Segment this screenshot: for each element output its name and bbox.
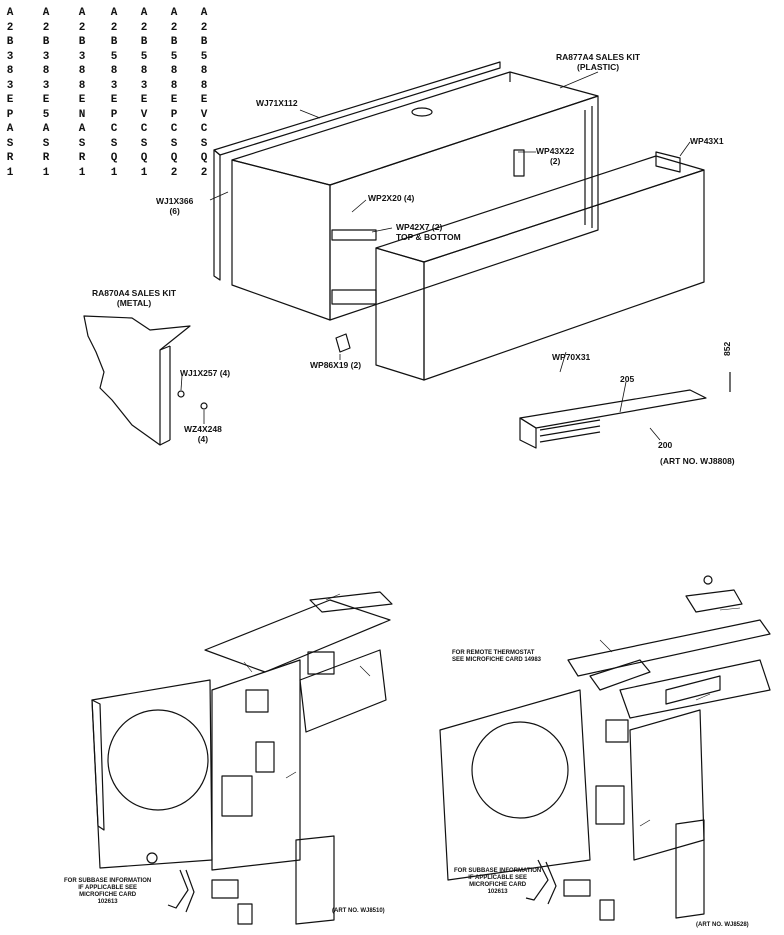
label-wz4x248-line2: (4)	[197, 434, 209, 444]
label-wj1x366: WJ1X366 (6)	[156, 196, 193, 216]
label-wp43x22: WP43X22 (2)	[536, 146, 574, 166]
label-kit-metal-line2: (METAL)	[116, 298, 152, 308]
label-wp43x22-line1: WP43X22	[536, 146, 575, 156]
label-subbase-right: FOR SUBBASE INFORMATION IF APPLICABLE SE…	[454, 868, 541, 896]
cabinet-case	[231, 71, 599, 321]
label-remote-thermostat-line1: FOR REMOTE THERMOSTAT	[452, 650, 535, 656]
label-852: 852	[722, 341, 732, 356]
label-art-top: (ART NO. WJ8808)	[660, 456, 735, 466]
label-subbase-right-line4: 102613	[487, 889, 508, 895]
bracket-wp43x22	[513, 149, 525, 177]
case-wrap-wj71x112	[213, 61, 501, 281]
label-kit-plastic: RA877A4 SALES KIT (PLASTIC)	[556, 52, 640, 72]
label-art-left: (ART NO. WJ8510)	[332, 908, 385, 914]
left-chassis	[91, 591, 393, 925]
label-wp2x20: WP2X20 (4)	[368, 193, 415, 203]
label-subbase-left-line4: 102613	[97, 899, 118, 905]
label-wp42x7-line2: TOP & BOTTOM	[396, 232, 461, 242]
model-column-1: A2B383EPASR1	[6, 7, 14, 179]
label-wp70x31: WP70X31	[552, 352, 591, 362]
label-200: 200	[658, 440, 673, 450]
label-205: 205	[620, 374, 635, 384]
label-wj1x257: WJ1X257 (4)	[180, 368, 231, 378]
model-column-6: A2B588EPCSQ2	[170, 7, 178, 179]
label-subbase-right-line1: FOR SUBBASE INFORMATION	[454, 868, 542, 874]
model-column-3: A2B388ENASR1	[78, 7, 86, 179]
label-wj1x366-line2: (6)	[169, 206, 180, 216]
bottom-leader-lines	[243, 593, 741, 827]
model-column-4: A2B583EPCSQ1	[110, 7, 118, 179]
label-kit-metal-line1: RA870A4 SALES KIT	[92, 288, 177, 298]
label-wp43x22-line2: (2)	[549, 156, 561, 166]
label-wz4x248-line1: WZ4X248	[184, 424, 222, 434]
right-chassis	[439, 575, 771, 921]
label-kit-plastic-line2: (PLASTIC)	[577, 62, 620, 72]
label-subbase-left-line1: FOR SUBBASE INFORMATION	[64, 878, 152, 884]
label-wp43x1: WP43X1	[690, 136, 724, 146]
screw-wj1x257	[177, 390, 185, 398]
model-column-5: A2B583EVCSQ1	[140, 7, 148, 179]
model-column-7: A2B588EVCSQ2	[200, 7, 208, 179]
model-column-2: A2B383E5ASR1	[42, 7, 50, 179]
label-subbase-right-line3: MICROFICHE CARD	[469, 882, 527, 888]
label-wp86x19: WP86X19 (2)	[310, 360, 362, 370]
label-subbase-right-line2: IF APPLICABLE SEE	[468, 875, 528, 881]
clip-wp86x19	[335, 333, 351, 353]
top-leader-lines	[180, 71, 691, 441]
label-wp42x7: WP42X7 (2) TOP & BOTTOM	[396, 222, 461, 242]
label-wz4x248: WZ4X248 (4)	[184, 424, 222, 444]
metal-side-panel	[83, 315, 191, 446]
label-wj1x366-line1: WJ1X366	[156, 196, 194, 206]
label-wp42x7-line1: WP42X7 (2)	[396, 222, 443, 232]
label-remote-thermostat-line2: SEE MICROFICHE CARD 14983	[452, 657, 542, 663]
screw-wz4x248	[200, 402, 208, 410]
label-subbase-left: FOR SUBBASE INFORMATION IF APPLICABLE SE…	[64, 878, 151, 906]
rail-assembly-200-205	[519, 372, 731, 449]
label-subbase-left-line2: IF APPLICABLE SEE	[78, 885, 138, 891]
label-remote-thermostat: FOR REMOTE THERMOSTAT SEE MICROFICHE CAR…	[452, 650, 541, 664]
label-kit-plastic-line1: RA877A4 SALES KIT	[556, 52, 641, 62]
front-panel-wp70x31	[375, 151, 705, 381]
label-subbase-left-line3: MICROFICHE CARD	[79, 892, 137, 898]
label-wj71x112: WJ71X112	[256, 98, 298, 108]
label-art-right: (ART NO. WJ8528)	[696, 922, 749, 928]
label-kit-metal: RA870A4 SALES KIT (METAL)	[92, 288, 176, 308]
